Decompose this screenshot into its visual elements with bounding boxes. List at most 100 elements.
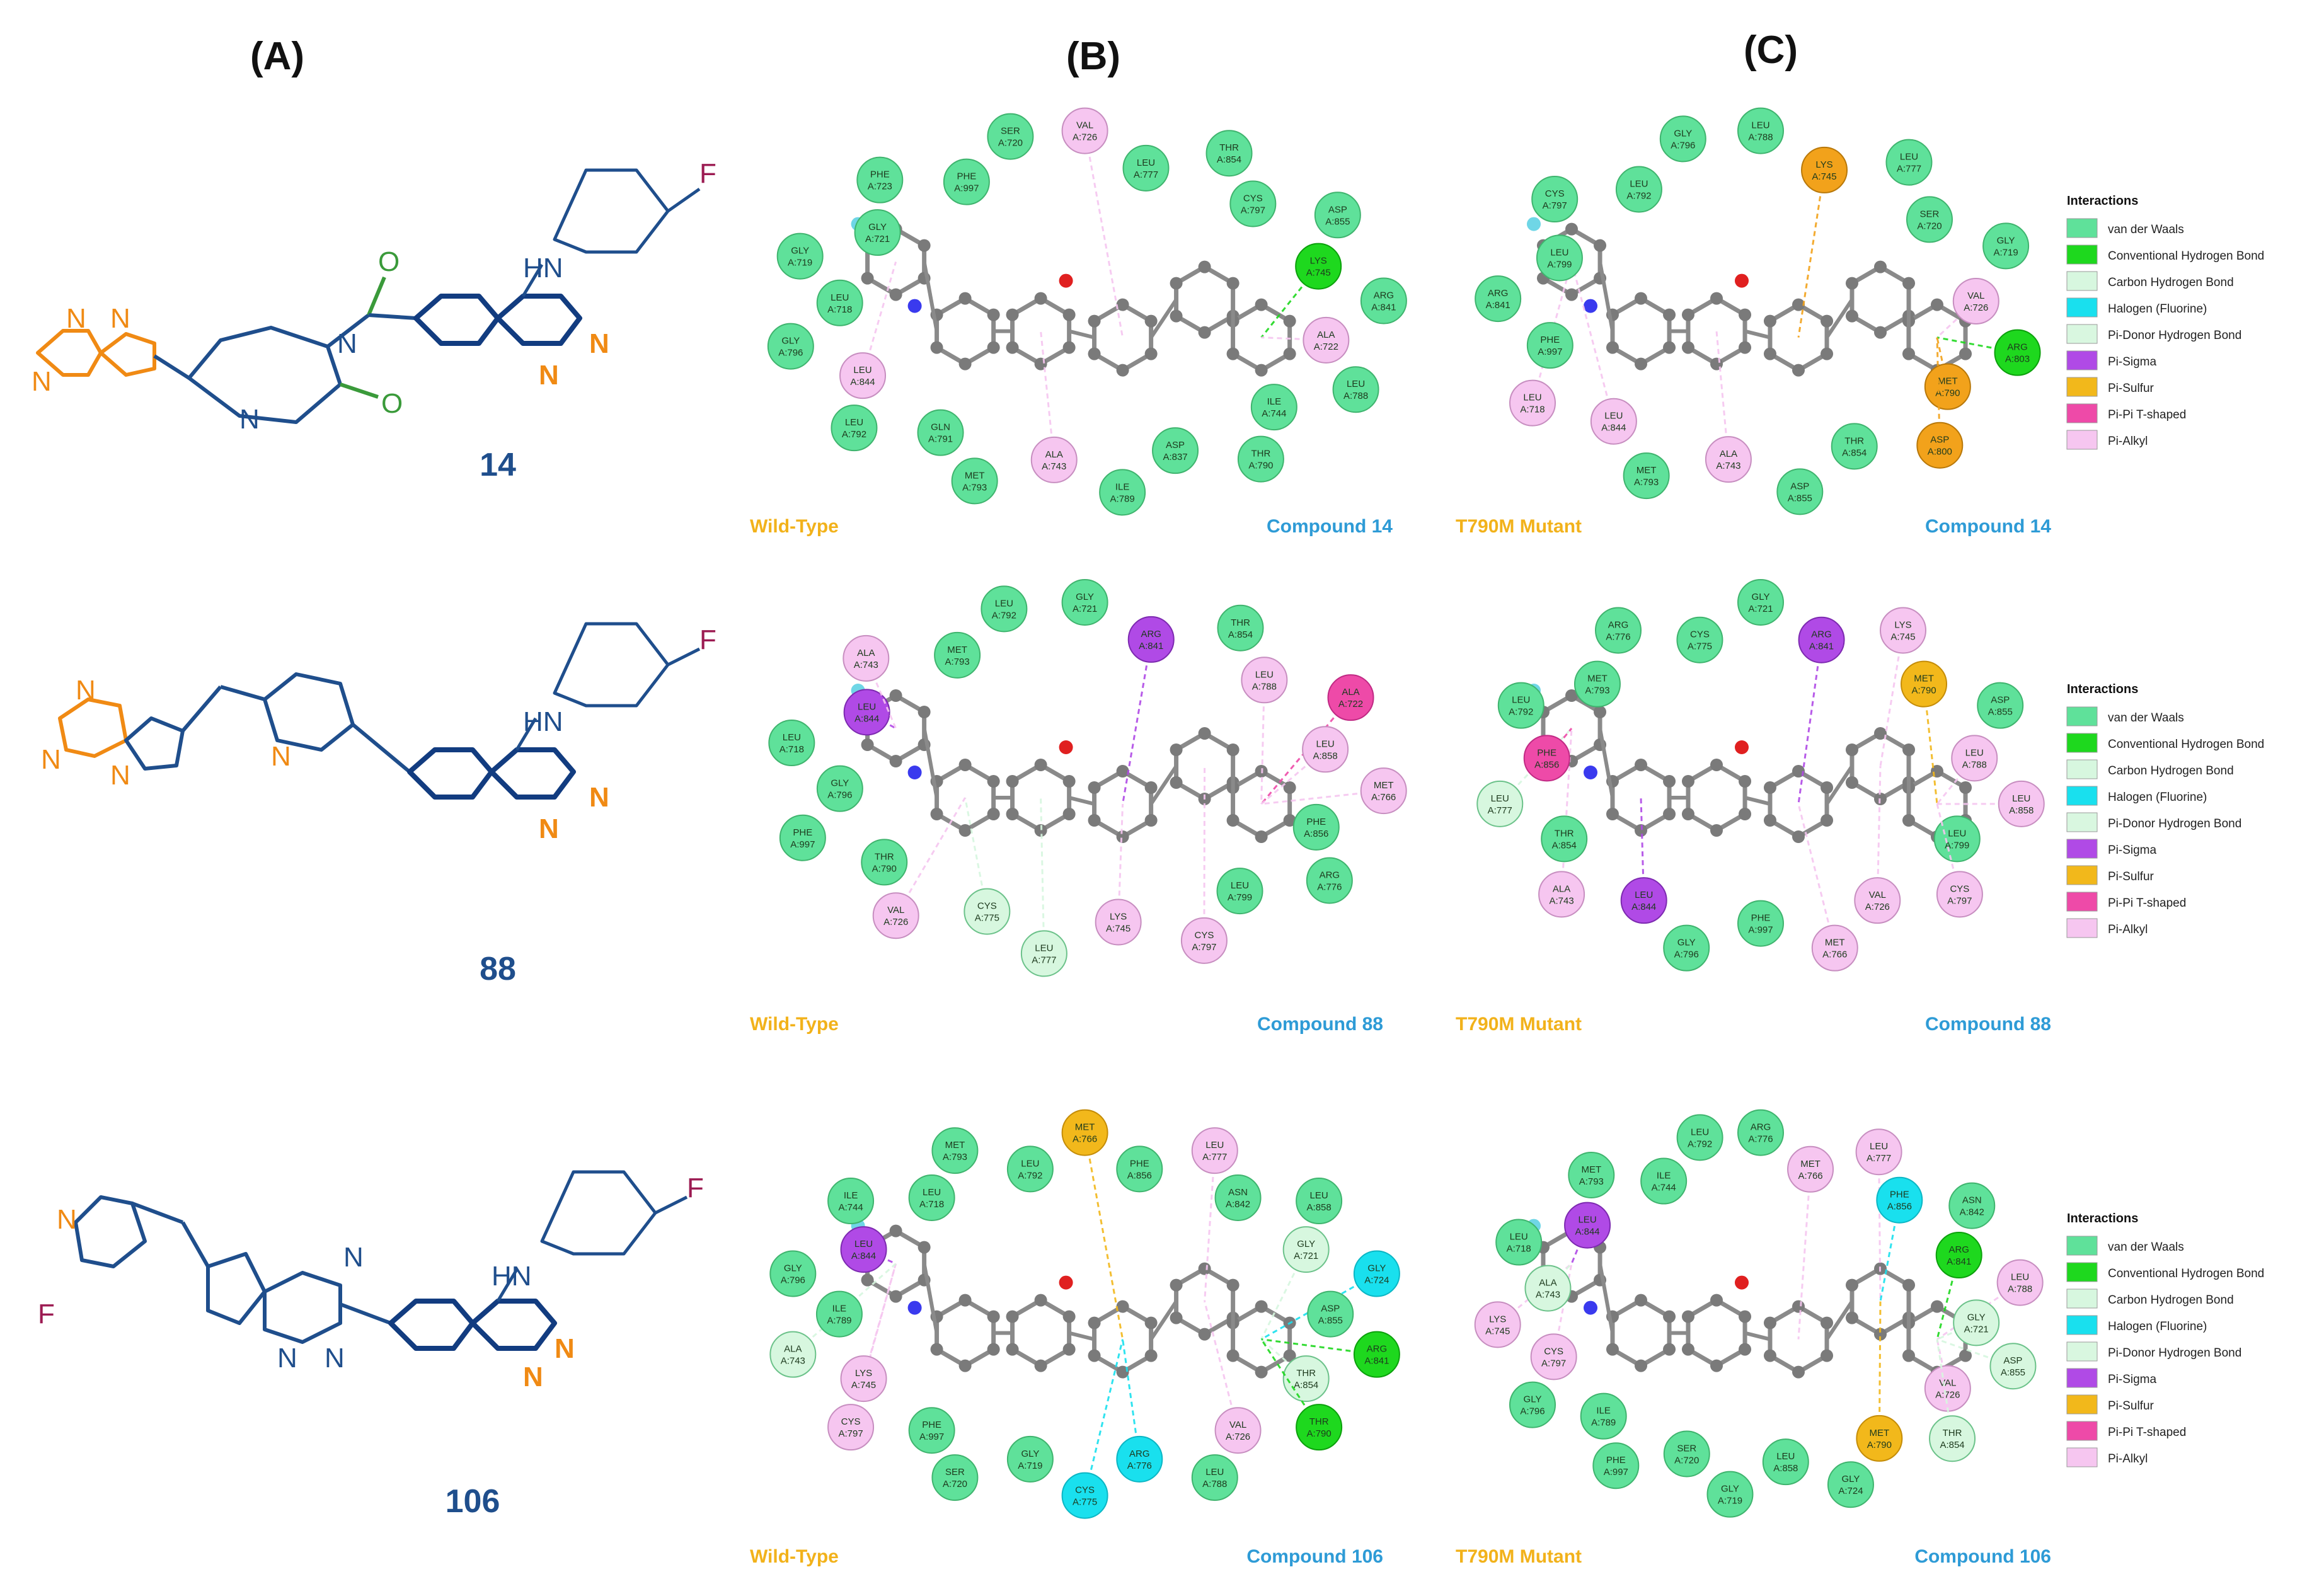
residue-disc xyxy=(843,689,890,736)
residue-name: CYS xyxy=(841,1416,861,1427)
residue-id: A:797 xyxy=(1241,205,1265,215)
residue-disc xyxy=(1737,107,1784,154)
residue-id: A:721 xyxy=(865,234,890,244)
residue-name: GLY xyxy=(1752,592,1770,602)
legend-label: Pi-Sigma xyxy=(2108,1373,2157,1386)
residue-disc xyxy=(908,1407,955,1454)
residue-disc xyxy=(1152,427,1199,474)
ligand-atom xyxy=(958,1359,972,1372)
interaction-line xyxy=(1203,766,1206,941)
residue-disc xyxy=(776,232,824,280)
interaction-line xyxy=(1936,1339,1953,1439)
residue-disc xyxy=(1314,192,1361,239)
ligand-sketch xyxy=(851,1219,1296,1379)
residue-id: A:793 xyxy=(962,482,987,493)
residue-name: GLY xyxy=(781,336,800,347)
legend-swatch xyxy=(2066,377,2098,397)
residue-id: A:719 xyxy=(1718,1496,1742,1507)
interaction-line xyxy=(1797,169,1826,338)
ligand-atom xyxy=(1902,1349,1915,1362)
panel-b3: META:766PHEA:856LEUA:777ASNA:842LEUA:858… xyxy=(769,1109,1400,1519)
residue-disc xyxy=(1573,660,1621,708)
residue-disc xyxy=(1856,1415,1903,1462)
oxygen-atom xyxy=(1735,273,1749,288)
legend-label: Pi-Donor Hydrogen Bond xyxy=(2108,1346,2241,1360)
ligand-atom xyxy=(1034,824,1047,837)
residue-id: A:791 xyxy=(928,434,953,445)
residue-name: ARG xyxy=(1374,290,1395,301)
residue-disc xyxy=(816,279,863,326)
ligand-atom xyxy=(1959,781,1972,794)
nitrogen-atom xyxy=(1584,299,1597,313)
ligand-bond xyxy=(1744,1331,1771,1341)
nitrogen-atom xyxy=(1584,1300,1597,1315)
residue-disc xyxy=(1801,146,1848,193)
legend-label: Pi-Alkyl xyxy=(2108,435,2148,448)
ligand-atom xyxy=(1283,1349,1296,1362)
residue-id: A:844 xyxy=(1631,902,1656,912)
interaction-line xyxy=(1797,803,1836,949)
compound-number: 106 xyxy=(446,1483,500,1520)
residue-disc xyxy=(854,209,901,256)
legend-label: Conventional Hydrogen Bond xyxy=(2108,250,2264,263)
ligand-bond xyxy=(1068,329,1095,340)
ligand-atom xyxy=(1845,1278,1858,1292)
ligand-atom xyxy=(1681,308,1694,321)
ligand-atom xyxy=(1821,814,1834,827)
residue-disc xyxy=(1935,1232,1982,1279)
residue-id: A:792 xyxy=(992,610,1016,621)
atom-label: N xyxy=(337,328,357,359)
legend-label: Pi-Alkyl xyxy=(2108,923,2148,936)
residue-disc xyxy=(1292,803,1340,851)
ligand-atom xyxy=(1821,314,1834,328)
legend-swatch xyxy=(2066,706,2098,726)
oxygen-atom xyxy=(1059,273,1073,288)
residue-id: A:854 xyxy=(1842,447,1867,458)
legend-label: Halogen (Fluorine) xyxy=(2108,791,2207,804)
residue-name: MET xyxy=(1374,780,1394,791)
residue-id: A:788 xyxy=(1748,132,1773,143)
interaction-line xyxy=(1936,803,1961,895)
ligand-atom xyxy=(1663,1310,1676,1323)
ligand-atom xyxy=(1034,1359,1047,1372)
residue-disc xyxy=(1006,1435,1054,1483)
residue-id: A:745 xyxy=(1106,923,1130,934)
residue-disc xyxy=(1214,1174,1262,1221)
residue-id: A:745 xyxy=(1485,1326,1510,1336)
residue-disc xyxy=(1989,1343,2037,1390)
ligand-atom xyxy=(1763,314,1776,328)
compound-label: Compound 88 xyxy=(1925,1014,2051,1035)
residue-disc xyxy=(1360,277,1407,324)
ligand-atom xyxy=(1710,824,1723,837)
ligand-atom xyxy=(889,288,902,301)
residue-name: THR xyxy=(1231,617,1250,628)
ligand-atom xyxy=(1255,1300,1268,1313)
atom-label: O xyxy=(378,246,400,277)
residue-id: A:841 xyxy=(1139,641,1163,651)
residue-id: A:718 xyxy=(827,304,852,315)
residue-disc xyxy=(1998,780,2045,827)
condition-label: Wild-Type xyxy=(750,1546,839,1567)
residue-name: ALA xyxy=(1553,883,1570,894)
condition-label: T790M Mutant xyxy=(1456,516,1582,537)
ligand-bond xyxy=(1744,329,1771,340)
residue-id: A:724 xyxy=(1364,1275,1389,1286)
ligand-atom xyxy=(1006,775,1019,788)
residue-id: A:720 xyxy=(1917,221,1941,231)
residue-disc xyxy=(827,1404,875,1451)
residue-id: A:719 xyxy=(1994,247,2018,258)
